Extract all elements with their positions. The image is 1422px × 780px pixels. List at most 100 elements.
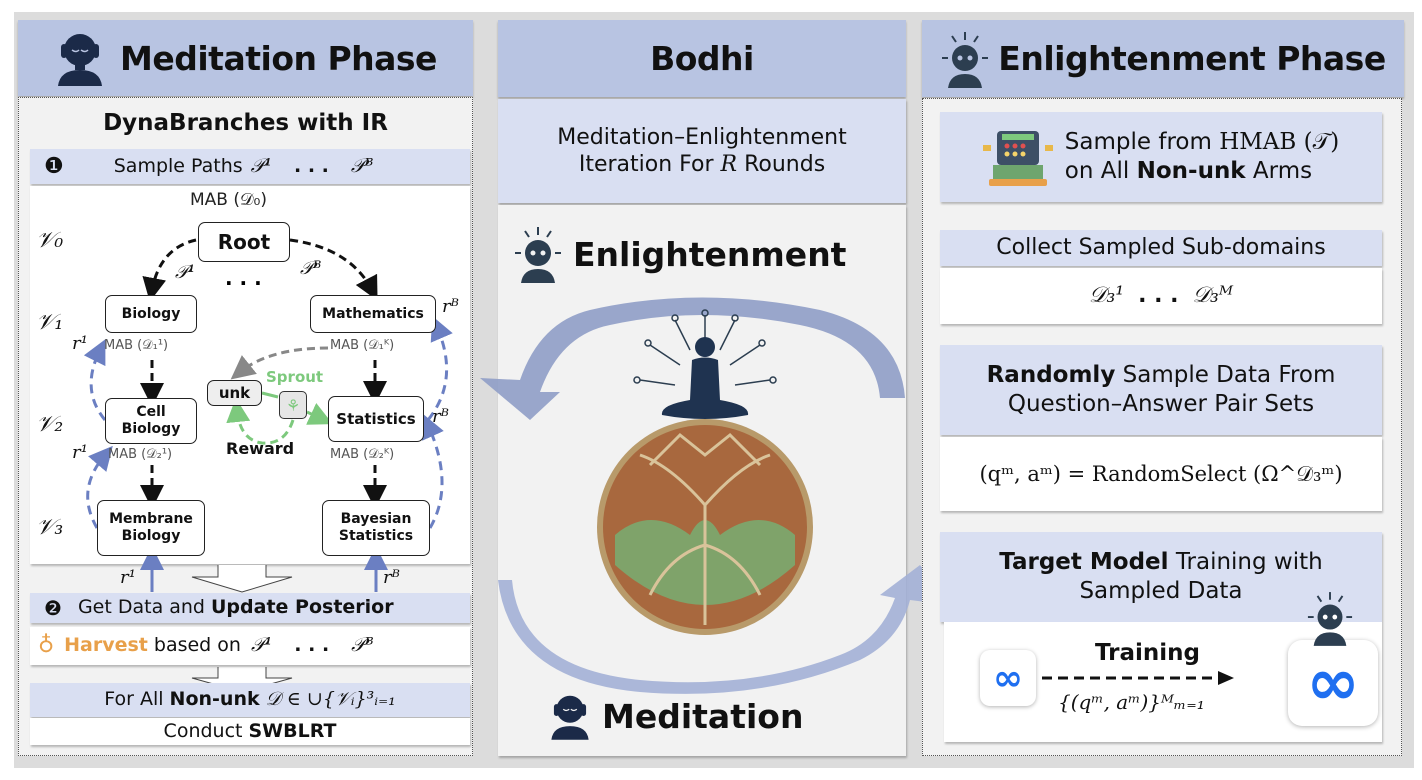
biology-mab-label: MAB (𝒟₁¹) (104, 338, 169, 353)
conduct-prefix: Conduct (163, 719, 243, 742)
enlightened-robot-icon-header (942, 31, 989, 88)
cell-biology-mab-label: MAB (𝒟₂¹) (108, 447, 173, 462)
enlightenment-label: Enlightenment (573, 234, 847, 274)
random-formula: (qᵐ, aᵐ) = RandomSelect (Ω^𝒟₃ᵐ) (979, 461, 1343, 486)
meta-logo-small: ∞ (980, 650, 1036, 706)
bodhi-subtitle: Meditation–Enlightenment Iteration For R… (498, 99, 906, 203)
subdomain-list: 𝒟₃¹ . . . 𝒟₃ᴹ (940, 268, 1382, 324)
meditation-label-row: Meditation (548, 690, 803, 742)
subdomain-last: 𝒟₃ᴹ (1192, 283, 1234, 309)
root-mab-label: MAB (𝒟₀) (190, 190, 268, 210)
dynabranches-title: DynaBranches with IR (103, 110, 388, 136)
random-select-formula: (qᵐ, aᵐ) = RandomSelect (Ω^𝒟₃ᵐ) (940, 437, 1382, 511)
enlightenment-label-row: Enlightenment (513, 225, 846, 283)
edge-unk-sprout (261, 391, 279, 399)
bodhi-line2-pre: Iteration For (578, 152, 714, 177)
enlightenment-phase-title: Enlightenment Phase (998, 39, 1386, 78)
level-v2: 𝒱₂ (36, 412, 64, 437)
for-all-prefix: For All (104, 688, 164, 711)
training-arrow (1042, 671, 1234, 685)
subdomain-first: 𝒟₃¹ (1088, 283, 1125, 309)
random-sample-step: Randomly Sample Data From Question–Answe… (940, 345, 1382, 435)
step1-label: Sample Paths (113, 154, 243, 177)
flow-arrow-1 (191, 565, 293, 593)
conduct-bold: SWBLRT (248, 719, 337, 742)
train-line1: Target Model Training with (999, 548, 1322, 577)
tree-of-life-illustration (597, 309, 813, 635)
hmab-math: HMAB (𝒯) (1219, 129, 1340, 156)
meditation-phase-header: Meditation Phase (18, 20, 473, 96)
train-line2: Sampled Data (1079, 578, 1243, 604)
node-root[interactable]: Root (198, 222, 290, 262)
step1-ellipsis: . . . (293, 154, 329, 177)
reward-arrow-left-1 (83, 339, 107, 421)
reward-arrow-right-1 (426, 315, 453, 421)
step2-update-posterior: ❷ Get Data and Update Posterior (30, 593, 470, 623)
enlightened-robot-icon-training (1307, 592, 1353, 646)
for-all-row: For All Non-unk 𝒟 ∈ ∪{𝒱ᵢ}³ᵢ₌₁ (30, 683, 470, 717)
sample-line2-pre: on All (1064, 158, 1130, 184)
harvest-bold: Harvest (64, 634, 148, 657)
edge-root-biology (142, 238, 197, 302)
collect-subdomains-step: Collect Sampled Sub-domains (940, 230, 1382, 266)
reward-right-3: rᴮ (383, 567, 400, 588)
bodhi-header: Bodhi (498, 20, 906, 97)
reward-arrow-left-2 (86, 445, 113, 529)
step1-number: ❶ (44, 153, 64, 179)
random-bold: Randomly (986, 362, 1116, 389)
reward-left-1: r¹ (72, 333, 88, 354)
reward-left-3: r¹ (120, 567, 136, 588)
sample-line2-bold: Non-unk (1136, 158, 1246, 184)
node-unk[interactable]: unk (207, 380, 262, 406)
harvest-row: ♁ Harvest based on 𝒫¹ . . . 𝒫ᴮ (30, 627, 470, 665)
random-line1: Randomly Sample Data From (987, 361, 1336, 390)
node-membrane-biology[interactable]: Membrane Biology (97, 500, 205, 556)
meta-logo-large: ∞ (1288, 640, 1378, 726)
node-mathematics[interactable]: Mathematics (310, 295, 436, 333)
bodhi-subtitle-line1: Meditation–Enlightenment (557, 124, 847, 150)
reward-arrow-right-2 (421, 414, 444, 529)
bodhi-subtitle-line2: Iteration For R Rounds (579, 151, 825, 179)
target-training-step: Target Model Training with Sampled Data (940, 532, 1382, 622)
mathematics-mab-label: MAB (𝒟₁ᴷ) (330, 338, 395, 353)
cycle-arrow-top (480, 297, 905, 420)
bodhi-title: Bodhi (650, 39, 754, 78)
sample-hmab-text: Sample from HMAB (𝒯) on All Non-unk Arms (1065, 128, 1339, 186)
statistics-mab-label: MAB (𝒟₂ᴷ) (330, 447, 395, 462)
node-cell-biology[interactable]: Cell Biology (105, 398, 197, 444)
step1-sample-paths: ❶ Sample Paths 𝒫¹ . . . 𝒫ᴮ (30, 149, 470, 184)
reward-right-1: rᴮ (442, 296, 459, 317)
slot-machine-icon (982, 131, 1053, 186)
for-all-math: 𝒟 ∈ ∪{𝒱ᵢ}³ᵢ₌₁ (265, 688, 396, 711)
bodhi-rounds-var: R (720, 152, 738, 177)
edge-mab-unk (230, 346, 329, 380)
harvest-path-last: 𝒫ᴮ (351, 634, 374, 657)
edge-sprout-statistics (306, 403, 333, 425)
edge-root-mathematics (289, 238, 378, 301)
reward-left-2: r¹ (72, 442, 88, 463)
step2-bold: Update Posterior (211, 596, 394, 619)
enlightenment-phase-header: Enlightenment Phase (922, 20, 1404, 97)
training-label: Training (1095, 640, 1201, 666)
tree-path-last: 𝒫ᴮ (300, 258, 322, 279)
bodhi-line2-post: Rounds (744, 152, 826, 177)
random-line1-rest: Sample Data From (1122, 362, 1336, 389)
harvest-ellipsis: . . . (294, 634, 330, 657)
random-line2: Question–Answer Pair Sets (1007, 391, 1315, 417)
node-bayesian-statistics[interactable]: Bayesian Statistics (322, 500, 430, 556)
meditating-robot-icon-small (551, 695, 589, 740)
level-v3: 𝒱₃ (36, 515, 64, 540)
edge-reward-loop (226, 398, 295, 445)
tree-path-first: 𝒫¹ (175, 262, 196, 283)
collect-label: Collect Sampled Sub-domains (996, 235, 1326, 261)
training-set-label: {(qᵐ, aᵐ)}ᴹₘ₌₁ (1058, 690, 1205, 714)
reward-label: Reward (226, 439, 295, 458)
node-statistics[interactable]: Statistics (328, 396, 424, 442)
train-bold: Target Model (999, 549, 1169, 576)
tree-ellipsis: . . . (225, 266, 262, 290)
node-biology[interactable]: Biology (105, 295, 197, 333)
sample-line2-post: Arms (1252, 158, 1313, 184)
sample-hmab-line2: on All Non-unk Arms (1065, 157, 1339, 186)
level-v1: 𝒱₁ (36, 310, 64, 335)
